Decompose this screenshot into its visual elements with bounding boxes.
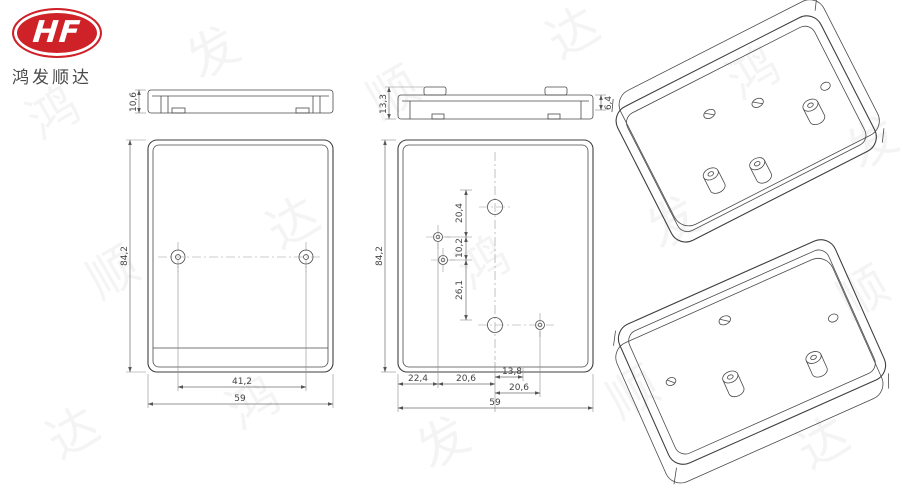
boss [722,370,745,398]
screw-hole [827,313,839,323]
dim-text-mid-b4: 20,6 [509,383,529,393]
dim-text-mid-v1: 20,4 [455,203,465,223]
dim-text-left-width: 59 [234,394,246,404]
hf-logo-badge: HF [12,8,102,58]
dim-middle-vertical-chain: 20,4 10,2 26,1 [445,189,472,321]
logo: HF 鸿发顺达 [12,8,122,88]
middle-top-view [397,86,594,120]
dim-text-middle-profile-side: 6,4 [604,96,614,111]
dim-text-mid-b3: 13,8 [502,367,522,377]
screw-hole [751,97,764,108]
dim-text-middle-height: 84,2 [375,246,385,266]
dim-left-hole-span: 41,2 [177,266,307,391]
hf-logo-text: HF [31,15,83,50]
boss [805,351,828,378]
dim-text-left-height: 84,2 [120,246,130,266]
dim-middle-bottom: 22,4 20,6 13,8 20,6 59 [397,243,594,412]
dim-text-left-profile-height: 10,6 [129,92,139,112]
left-top-view [147,89,334,114]
boss [749,157,772,184]
dim-text-mid-b1: 22,4 [408,374,428,384]
dim-text-mid-b2: 20,6 [456,374,476,384]
dim-left-height: 84,2 [120,139,146,373]
screw-hole [170,249,186,265]
screw-hole [820,81,831,91]
dim-middle-profile-height: 13,3 [379,86,424,120]
iso-view-2 [613,239,890,485]
screw-hole [298,249,314,265]
dim-text-mid-width: 59 [489,398,501,408]
dim-left-width: 59 [147,374,334,408]
iso-view-1 [611,0,885,243]
logo-company-name: 鸿发顺达 [12,68,92,88]
dim-middle-profile-side: 6,4 [595,94,614,111]
middle-front-view [397,139,594,373]
screw-hole [665,377,677,386]
dim-text-mid-v2: 10,2 [455,238,465,258]
dim-text-left-hole-span: 41,2 [232,377,252,387]
dim-middle-height: 84,2 [375,139,396,373]
dim-left-profile-height: 10,6 [129,89,146,114]
screw-hole [718,315,731,326]
dim-text-middle-profile-height: 13,3 [379,94,389,114]
screw-hole [703,108,716,120]
dim-text-mid-v3: 26,1 [455,280,465,300]
boss [702,167,726,194]
left-front-view [147,139,334,373]
boss [802,98,826,126]
